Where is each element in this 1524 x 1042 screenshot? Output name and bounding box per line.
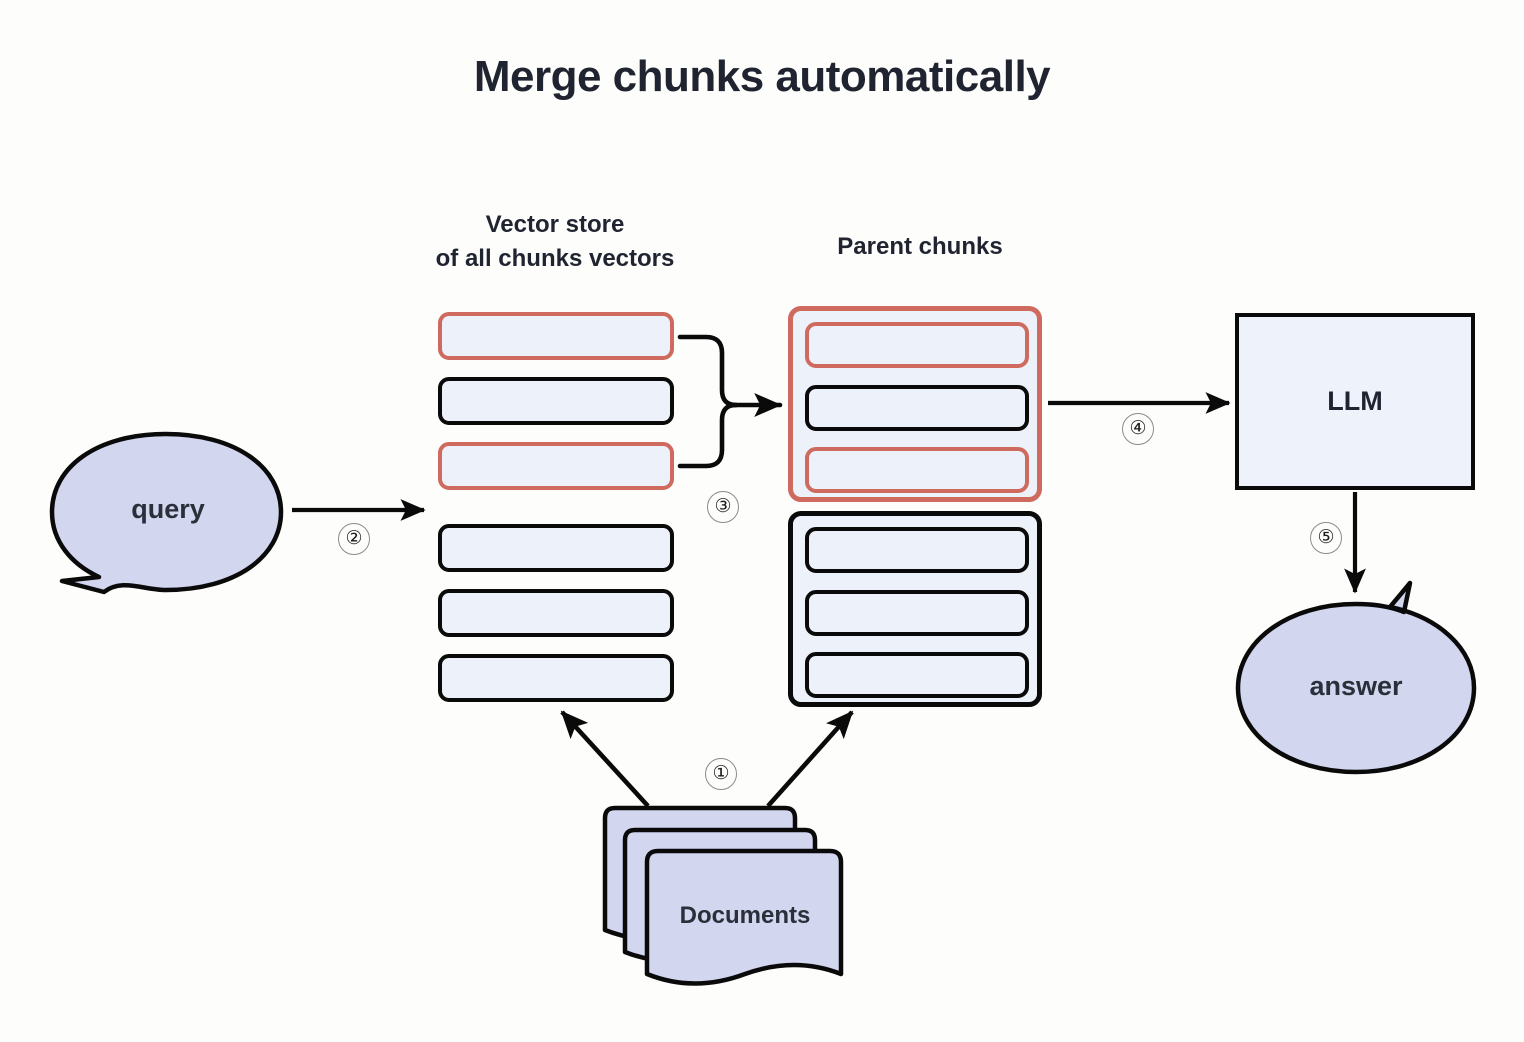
step-badge-3: ③ [707, 491, 739, 523]
parent-chunk-group-2[interactable] [788, 511, 1042, 707]
vector-store-chunk-5[interactable] [438, 589, 674, 637]
parent-group-1-chunk-1[interactable] [805, 322, 1029, 368]
arrow-documents-to-parent-chunks [766, 710, 854, 808]
parent-group-2-chunk-2[interactable] [805, 590, 1029, 636]
vector-store-chunk-1[interactable] [438, 312, 674, 360]
documents-label: Documents [679, 902, 811, 929]
parent-group-2-chunk-3[interactable] [805, 652, 1029, 698]
vector-store-chunk-6[interactable] [438, 654, 674, 702]
answer-label: answer [1309, 671, 1403, 701]
vector-store-label: Vector store of all chunks vectors [435, 211, 675, 273]
document-sheet-front [644, 848, 844, 986]
step-badge-5: ⑤ [1310, 522, 1342, 554]
merge-connector [677, 334, 783, 469]
parent-group-1-chunk-3[interactable] [805, 447, 1029, 493]
query-bubble[interactable] [49, 431, 284, 595]
step-badge-1: ① [705, 758, 737, 790]
llm-node[interactable]: LLM [1235, 313, 1475, 490]
step-badge-4: ④ [1122, 413, 1154, 445]
vector-store-chunk-3[interactable] [438, 442, 674, 490]
parent-group-2-chunk-1[interactable] [805, 527, 1029, 573]
step-badge-2: ② [338, 523, 370, 555]
parent-chunks-label: Parent chunks [837, 233, 1003, 260]
page-title: Merge chunks automatically [473, 52, 1051, 101]
query-label: query [131, 494, 205, 524]
vector-store-chunk-2[interactable] [438, 377, 674, 425]
parent-group-1-chunk-2[interactable] [805, 385, 1029, 431]
documents-stack[interactable] [602, 805, 844, 986]
vector-store-chunk-4[interactable] [438, 524, 674, 572]
parent-chunk-group-1[interactable] [788, 306, 1042, 502]
answer-bubble[interactable] [1235, 580, 1477, 775]
arrow-documents-to-vector-store [560, 710, 650, 808]
